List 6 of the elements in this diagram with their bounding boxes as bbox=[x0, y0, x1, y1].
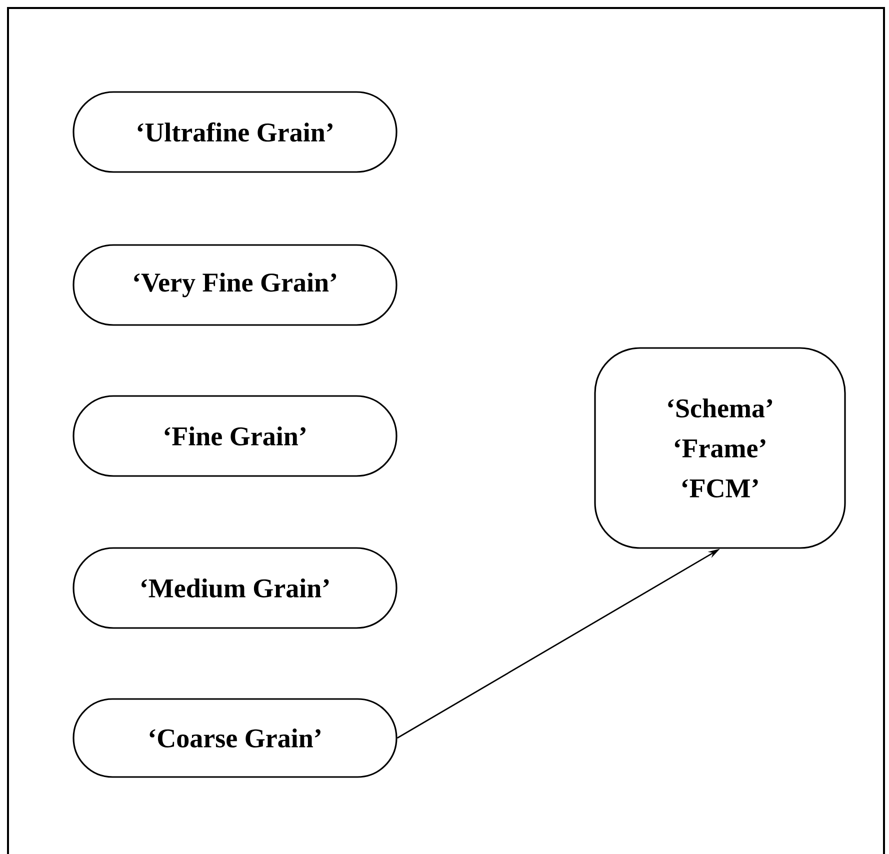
pill-box: ‘Ultrafine Grain’ bbox=[72, 91, 398, 173]
pill-box: ‘Very Fine Grain’ bbox=[72, 244, 398, 326]
pill-box: ‘Medium Grain’ bbox=[72, 547, 398, 629]
pill-box: ‘Fine Grain’ bbox=[72, 395, 398, 477]
pill-box: ‘Coarse Grain’ bbox=[72, 698, 398, 778]
rounded-box: ‘Schema’ ‘Frame’ ‘FCM’ bbox=[594, 347, 846, 549]
